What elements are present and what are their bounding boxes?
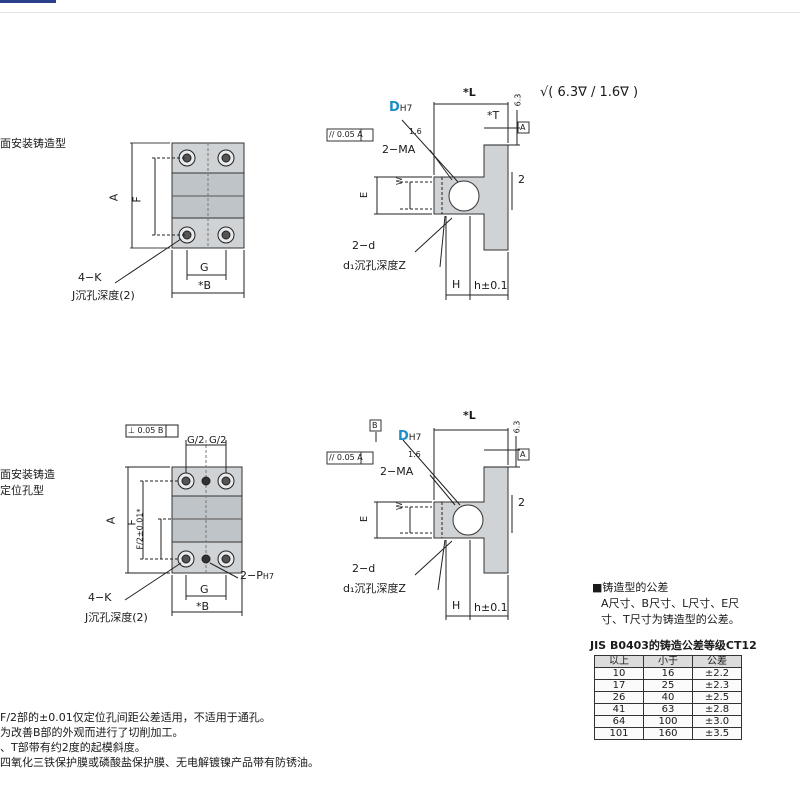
cell: ±3.0	[692, 715, 742, 728]
datum-A-1: A	[520, 123, 526, 132]
dim-G2a: G/2	[187, 435, 205, 446]
mount-MA-1: 2−MA	[382, 143, 416, 156]
dowel-P-label: 2−PH7	[240, 569, 274, 582]
counterbore-label-1: J沉孔深度(2)	[72, 289, 135, 302]
holes-label-2: 4−K	[88, 591, 112, 604]
flatness-frame-2: // 0.05 A	[329, 453, 363, 462]
cell: ±3.5	[692, 727, 742, 740]
dim-L-1: *L	[463, 86, 476, 99]
dim-h-1: h±0.1	[474, 279, 508, 292]
dim-h-2: h±0.1	[474, 601, 508, 614]
cell: 101	[594, 727, 644, 740]
flatness-frame-1: // 0.05 A	[329, 130, 363, 139]
cell: 10	[594, 667, 644, 680]
cell: ±2.8	[692, 703, 742, 716]
note-1: F/2部的±0.01仅定位孔间距公差适用，不适用于通孔。	[0, 711, 271, 724]
tolerance-desc-line2: 寸、T尺寸为铸造型的公差。	[601, 613, 740, 626]
cell: 100	[643, 715, 693, 728]
dim-H-2: H	[452, 599, 461, 612]
holes-label-1: 4−K	[78, 271, 102, 284]
dim-W-2: W	[394, 502, 404, 510]
cell: 64	[594, 715, 644, 728]
dim-H-1: H	[452, 278, 461, 291]
tolerance-heading: ■铸造型的公差	[592, 581, 669, 594]
roughness-1: 1.6	[409, 127, 422, 136]
cell: 160	[643, 727, 693, 740]
table-header-row: 以上 小于 公差	[594, 655, 742, 668]
datum-A-2: A	[520, 450, 526, 459]
cell: 26	[594, 691, 644, 704]
note-4: 四氧化三铁保护膜或磷酸盐保护膜、无电解镀镍产品带有防锈油。	[0, 756, 319, 769]
section2-title-line1: 面安装铸造	[0, 468, 55, 481]
cell: ±2.3	[692, 679, 742, 692]
corner-mark: ˇ	[765, 0, 771, 8]
thru-hole-d-1: 2−d	[352, 239, 376, 252]
bore-D-label-1: DH7	[389, 100, 413, 115]
draft-2-1: 2	[518, 173, 525, 186]
dim-E-2: E	[359, 515, 371, 523]
dim-G2b: G/2	[209, 435, 227, 446]
counterbore-d1-1: d₁沉孔深度Z	[343, 259, 406, 272]
cell: ±2.2	[692, 667, 742, 680]
header-accent-bar	[0, 0, 56, 3]
cell: 41	[594, 703, 644, 716]
dim-G-1: G	[200, 261, 209, 274]
cell: 63	[643, 703, 693, 716]
tolerance-desc-line1: A尺寸、B尺寸、L尺寸、E尺	[601, 597, 740, 610]
cell: 40	[643, 691, 693, 704]
cell: 16	[643, 667, 693, 680]
draft-6.3-2: 6.3	[512, 420, 522, 434]
tolerance-standard: JIS B0403的铸造公差等级CT12	[590, 639, 757, 652]
counterbore-label-2: J沉孔深度(2)	[85, 611, 148, 624]
col-header-from: 以上	[594, 655, 644, 668]
cell: 25	[643, 679, 693, 692]
counterbore-d1-2: d₁沉孔深度Z	[343, 582, 406, 595]
col-header-tolerance: 公差	[692, 655, 742, 668]
cell: ±2.5	[692, 691, 742, 704]
roughness-2: 1.6	[408, 450, 421, 459]
note-2: 为改善B部的外观而进行了切削加工。	[0, 726, 184, 739]
section1-title: 面安装铸造型	[0, 137, 66, 150]
dim-L-2: *L	[463, 409, 476, 422]
datum-B: B	[372, 421, 378, 430]
mount-MA-2: 2−MA	[380, 465, 414, 478]
section2-title-line2: 定位孔型	[0, 484, 44, 497]
bore-D-label-2: DH7	[398, 429, 422, 444]
dim-G-2: G	[200, 583, 209, 596]
dim-B-2: *B	[196, 600, 210, 613]
col-header-to: 小于	[643, 655, 693, 668]
cell: 17	[594, 679, 644, 692]
header-divider	[0, 12, 800, 13]
perpendicularity-frame-2: ⊥ 0.05 B	[128, 426, 164, 435]
thru-hole-d-2: 2−d	[352, 562, 376, 575]
surface-finish-symbol: √( 6.3∇ / 1.6∇ )	[540, 85, 639, 100]
dim-B-1: *B	[198, 279, 212, 292]
note-3: 、T部带有约2度的起模斜度。	[0, 741, 146, 754]
dim-T-1: *T	[487, 109, 500, 122]
draft-2-2: 2	[518, 496, 525, 509]
